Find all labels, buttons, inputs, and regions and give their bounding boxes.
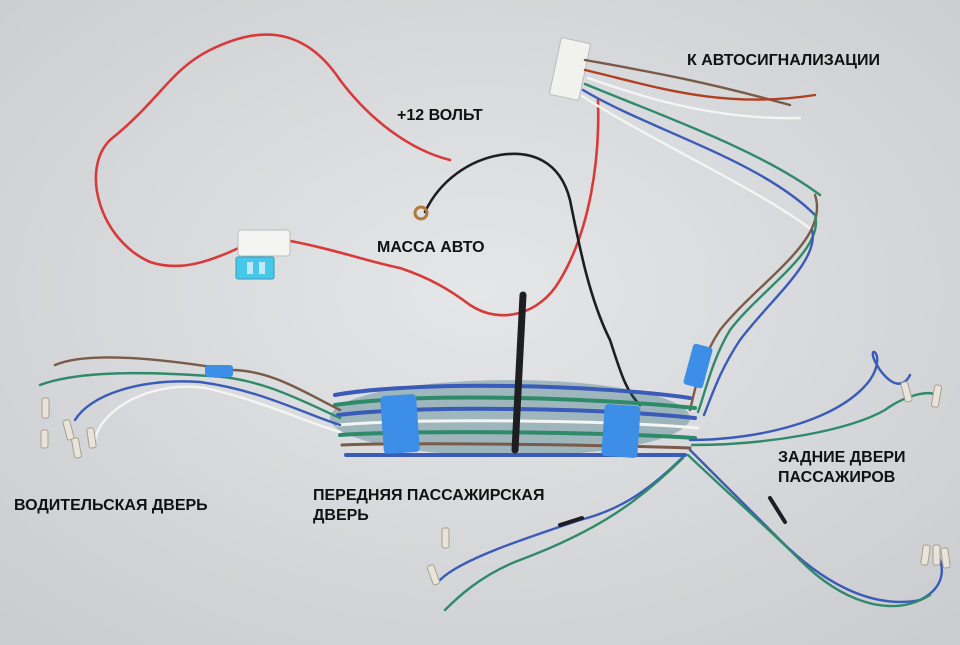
rear-doors-branch xyxy=(426,350,951,612)
ground-wire xyxy=(413,152,642,407)
label-front-passenger: ПЕРЕДНЯЯ ПАССАЖИРСКАЯ ДВЕРЬ xyxy=(313,486,544,526)
label-front-passenger-line2: ДВЕРЬ xyxy=(313,507,369,524)
label-alarm: К АВТОСИГНАЛИЗАЦИИ xyxy=(687,52,880,69)
fuse-holder xyxy=(235,229,291,280)
label-rear-doors-line1: ЗАДНИЕ ДВЕРИ xyxy=(778,449,906,466)
label-ground: МАССА АВТО xyxy=(377,239,485,256)
harness-bundle xyxy=(330,291,700,458)
red-power-wire xyxy=(94,33,600,317)
driver-door-branch xyxy=(38,356,342,459)
label-driver-door: ВОДИТЕЛЬСКАЯ ДВЕРЬ xyxy=(14,497,208,514)
label-front-passenger-line1: ПЕРЕДНЯЯ ПАССАЖИРСКАЯ xyxy=(313,487,545,504)
label-rear-doors-line2: ПАССАЖИРОВ xyxy=(778,469,896,486)
label-plus12: +12 ВОЛЬТ xyxy=(397,107,483,124)
alarm-connector xyxy=(549,37,822,417)
label-rear-doors: ЗАДНИЕ ДВЕРИ ПАССАЖИРОВ xyxy=(778,448,906,488)
